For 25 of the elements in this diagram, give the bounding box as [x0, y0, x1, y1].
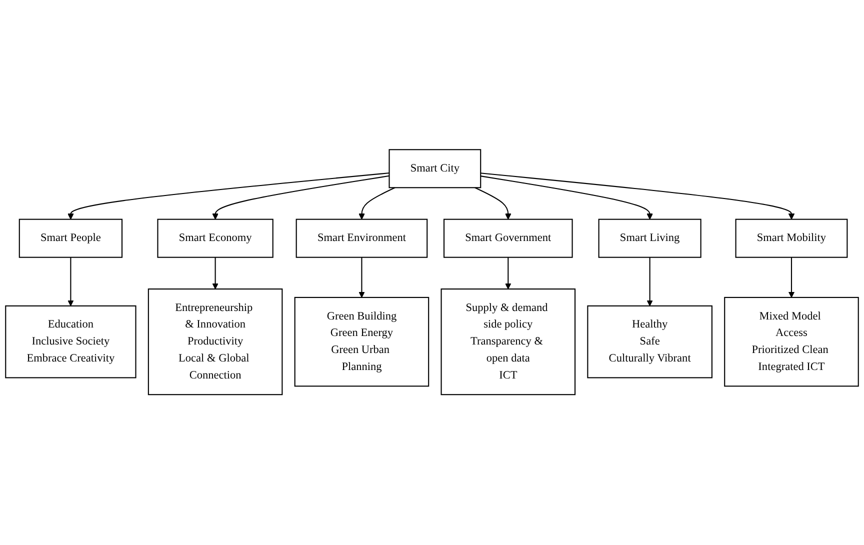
arrow	[68, 258, 74, 307]
node-box: Supply & demand side policy Transparency & open data ICT	[440, 288, 576, 396]
arrow	[480, 172, 795, 220]
node-box: Smart Living	[598, 219, 702, 258]
arrow	[788, 258, 795, 298]
arrow	[358, 258, 365, 298]
node-box: Smart Mobility	[735, 219, 848, 258]
node-box: Smart Environment	[296, 219, 428, 258]
node-box: Green Building Green Energy Green Urban Planning	[294, 297, 430, 388]
arrow	[480, 176, 653, 220]
arrow	[212, 176, 390, 220]
arrow	[474, 188, 512, 220]
node-box: Healthy Safe Culturally Vibrant	[587, 306, 712, 379]
arrow	[505, 258, 512, 290]
arrow	[68, 172, 390, 220]
node-box: Smart Economy	[157, 219, 274, 258]
node-box: Smart City	[388, 149, 482, 189]
node-box: Smart Government	[443, 219, 573, 258]
arrow	[646, 258, 653, 307]
node-box: Entrepreneurship & Innovation Productivity Local & Global Connection	[148, 288, 283, 396]
node-box: Mixed Model Access Prioritized Clean Integrated ICT	[724, 297, 859, 388]
node-box: Education Inclusive Society Embrace Creativity	[5, 306, 136, 379]
node-box: Smart People	[18, 219, 123, 258]
arrow	[358, 188, 396, 220]
arrow	[212, 258, 218, 290]
